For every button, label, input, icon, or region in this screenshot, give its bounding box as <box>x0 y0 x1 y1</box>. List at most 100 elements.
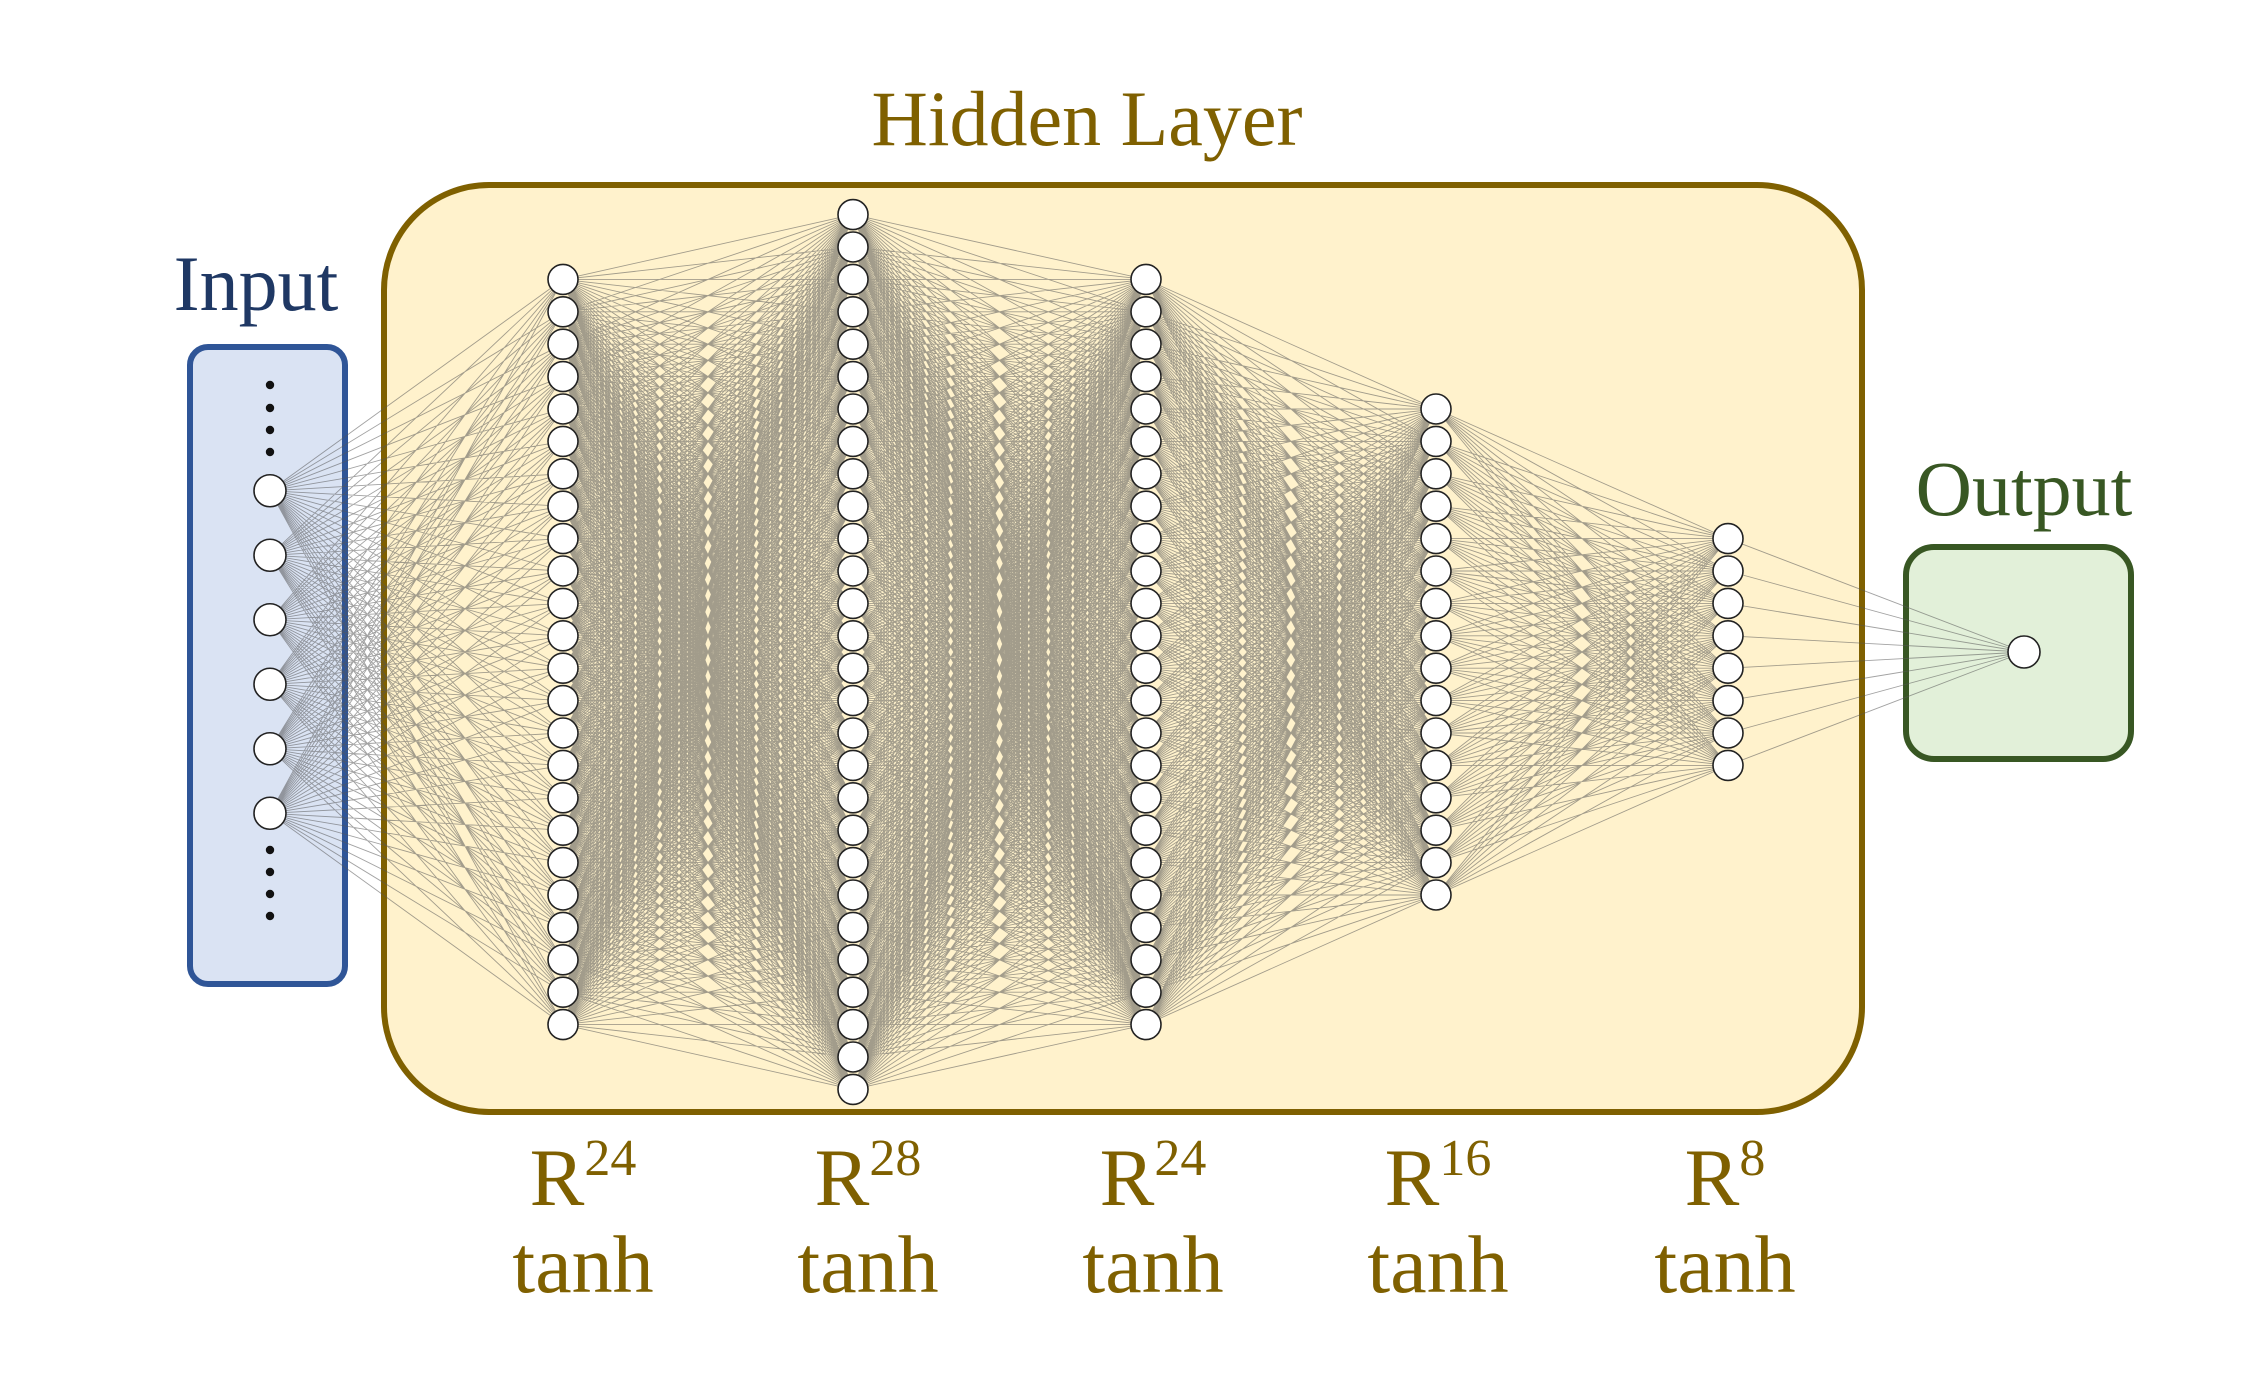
hidden-neuron-layer-2 <box>837 749 869 782</box>
hidden-neuron-layer-3 <box>1130 490 1162 523</box>
hidden-neuron-layer-3 <box>1130 684 1162 717</box>
layer-2-activation: tanh <box>797 1219 938 1310</box>
hidden-neuron-layer-5 <box>1712 717 1744 749</box>
layer-3-activation: tanh <box>1082 1219 1223 1310</box>
hidden-neuron-layer-1 <box>547 943 579 976</box>
hidden-layer-title: Hidden Layer <box>872 75 1303 162</box>
hidden-neuron-layer-4 <box>1420 652 1452 685</box>
ellipsis-dot <box>265 889 275 899</box>
layer-5-space: R8 <box>1685 1130 1766 1223</box>
hidden-neuron-layer-1 <box>547 295 579 328</box>
hidden-neuron-layer-3 <box>1130 846 1162 879</box>
hidden-neuron-layer-4 <box>1420 684 1452 717</box>
hidden-neuron-layer-1 <box>547 619 579 652</box>
hidden-neuron-layer-3 <box>1130 1008 1162 1041</box>
hidden-neuron-layer-1 <box>547 490 579 523</box>
hidden-neuron-layer-1 <box>547 587 579 620</box>
hidden-neuron-layer-3 <box>1130 522 1162 555</box>
hidden-neuron-layer-2 <box>837 457 869 490</box>
hidden-neuron-layer-1 <box>547 846 579 879</box>
hidden-neuron-layer-1 <box>547 1008 579 1041</box>
hidden-neuron-layer-2 <box>837 814 869 847</box>
hidden-neuron-layer-1 <box>547 749 579 782</box>
hidden-neuron-layer-2 <box>837 1073 869 1106</box>
hidden-neuron-layer-1 <box>547 684 579 717</box>
hidden-neuron-layer-4 <box>1420 814 1452 847</box>
hidden-neuron-layer-4 <box>1420 749 1452 782</box>
input-label: Input <box>174 240 339 327</box>
hidden-neuron-layer-3 <box>1130 360 1162 393</box>
hidden-neuron-layer-1 <box>547 393 579 425</box>
hidden-neuron-layer-5 <box>1712 619 1744 652</box>
hidden-neuron-layer-3 <box>1130 781 1162 814</box>
neurons <box>253 198 2041 1106</box>
input-neuron <box>253 602 287 637</box>
hidden-neuron-layer-1 <box>547 976 579 1009</box>
layer-4-space: R16 <box>1385 1130 1492 1223</box>
layer-4-dimension: 16 <box>1439 1130 1491 1187</box>
hidden-neuron-layer-2 <box>837 781 869 814</box>
hidden-neuron-layer-3 <box>1130 976 1162 1009</box>
layer-2-space-base: R <box>815 1132 870 1223</box>
hidden-neuron-layer-5 <box>1712 684 1744 717</box>
hidden-neuron-layer-3 <box>1130 425 1162 458</box>
hidden-neuron-layer-2 <box>837 231 869 263</box>
hidden-neuron-layer-2 <box>837 198 869 231</box>
hidden-neuron-layer-1 <box>547 263 579 296</box>
hidden-neuron-layer-3 <box>1130 814 1162 847</box>
hidden-neuron-layer-5 <box>1712 652 1744 685</box>
hidden-neuron-layer-3 <box>1130 555 1162 587</box>
hidden-neuron-layer-2 <box>837 360 869 393</box>
input-neuron <box>253 796 287 831</box>
hidden-neuron-layer-3 <box>1130 295 1162 328</box>
hidden-neuron-layer-3 <box>1130 263 1162 296</box>
hidden-neuron-layer-4 <box>1420 717 1452 749</box>
ellipsis-dot <box>265 447 275 457</box>
hidden-neuron-layer-2 <box>837 393 869 425</box>
hidden-neuron-layer-3 <box>1130 393 1162 425</box>
hidden-neuron-layer-4 <box>1420 555 1452 587</box>
ellipsis-dot <box>265 403 275 413</box>
hidden-neuron-layer-4 <box>1420 393 1452 425</box>
hidden-neuron-layer-1 <box>547 652 579 685</box>
hidden-neuron-layer-2 <box>837 425 869 458</box>
layer-3-space: R24 <box>1100 1130 1207 1223</box>
hidden-neuron-layer-2 <box>837 1041 869 1073</box>
hidden-neuron-layer-1 <box>547 781 579 814</box>
output-label: Output <box>1916 445 2133 532</box>
hidden-neuron-layer-3 <box>1130 652 1162 685</box>
layer-4-space-base: R <box>1385 1132 1440 1223</box>
edge-set <box>269 214 2025 1090</box>
hidden-neuron-layer-3 <box>1130 717 1162 749</box>
hidden-neuron-layer-4 <box>1420 522 1452 555</box>
ellipsis-dot <box>265 867 275 877</box>
hidden-neuron-layer-4 <box>1420 619 1452 652</box>
hidden-neuron-layer-1 <box>547 717 579 749</box>
hidden-neuron-layer-4 <box>1420 425 1452 458</box>
hidden-neuron-layer-3 <box>1130 943 1162 976</box>
hidden-neuron-layer-1 <box>547 457 579 490</box>
layer-1-activation: tanh <box>512 1219 653 1310</box>
hidden-neuron-layer-4 <box>1420 781 1452 814</box>
hidden-neuron-layer-5 <box>1712 749 1744 782</box>
hidden-neuron-layer-2 <box>837 652 869 685</box>
layer-5-space-base: R <box>1685 1132 1740 1223</box>
hidden-neuron-layer-1 <box>547 555 579 587</box>
layer-2-space: R28 <box>815 1130 922 1223</box>
ellipsis-dot <box>265 380 275 390</box>
hidden-neuron-layer-3 <box>1130 328 1162 361</box>
hidden-neuron-layer-2 <box>837 555 869 587</box>
hidden-neuron-layer-3 <box>1130 457 1162 490</box>
ellipsis-dot <box>265 425 275 435</box>
hidden-neuron-layer-3 <box>1130 619 1162 652</box>
hidden-neuron-layer-2 <box>837 976 869 1009</box>
input-neuron <box>253 473 287 508</box>
hidden-neuron-layer-2 <box>837 490 869 523</box>
input-neuron <box>253 667 287 702</box>
hidden-neuron-layer-2 <box>837 619 869 652</box>
hidden-neuron-layer-2 <box>837 587 869 620</box>
layer-1-space-base: R <box>530 1132 585 1223</box>
ellipsis-dot <box>265 911 275 921</box>
